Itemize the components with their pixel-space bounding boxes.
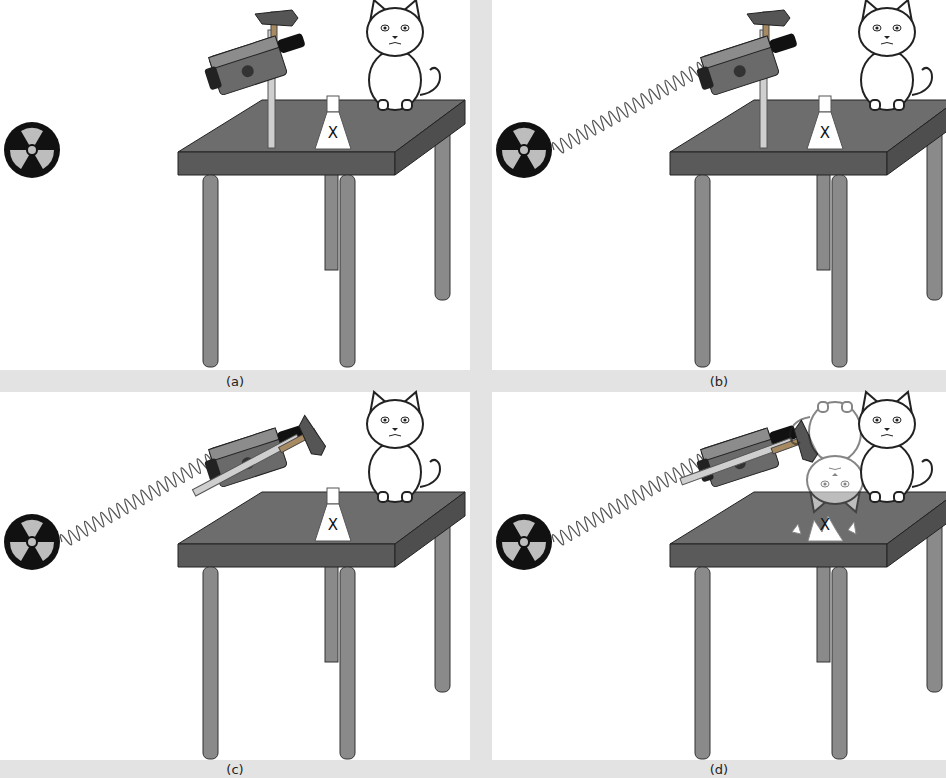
panel-caption: (c) [226, 763, 243, 776]
panel-caption: (d) [710, 763, 728, 776]
panel-caption: (a) [226, 375, 244, 388]
flask-label: X [328, 518, 338, 533]
flask-label: X [328, 126, 338, 141]
flask-label: X [820, 518, 830, 533]
flask-label: X [820, 126, 830, 141]
panel-caption: (b) [710, 375, 728, 388]
